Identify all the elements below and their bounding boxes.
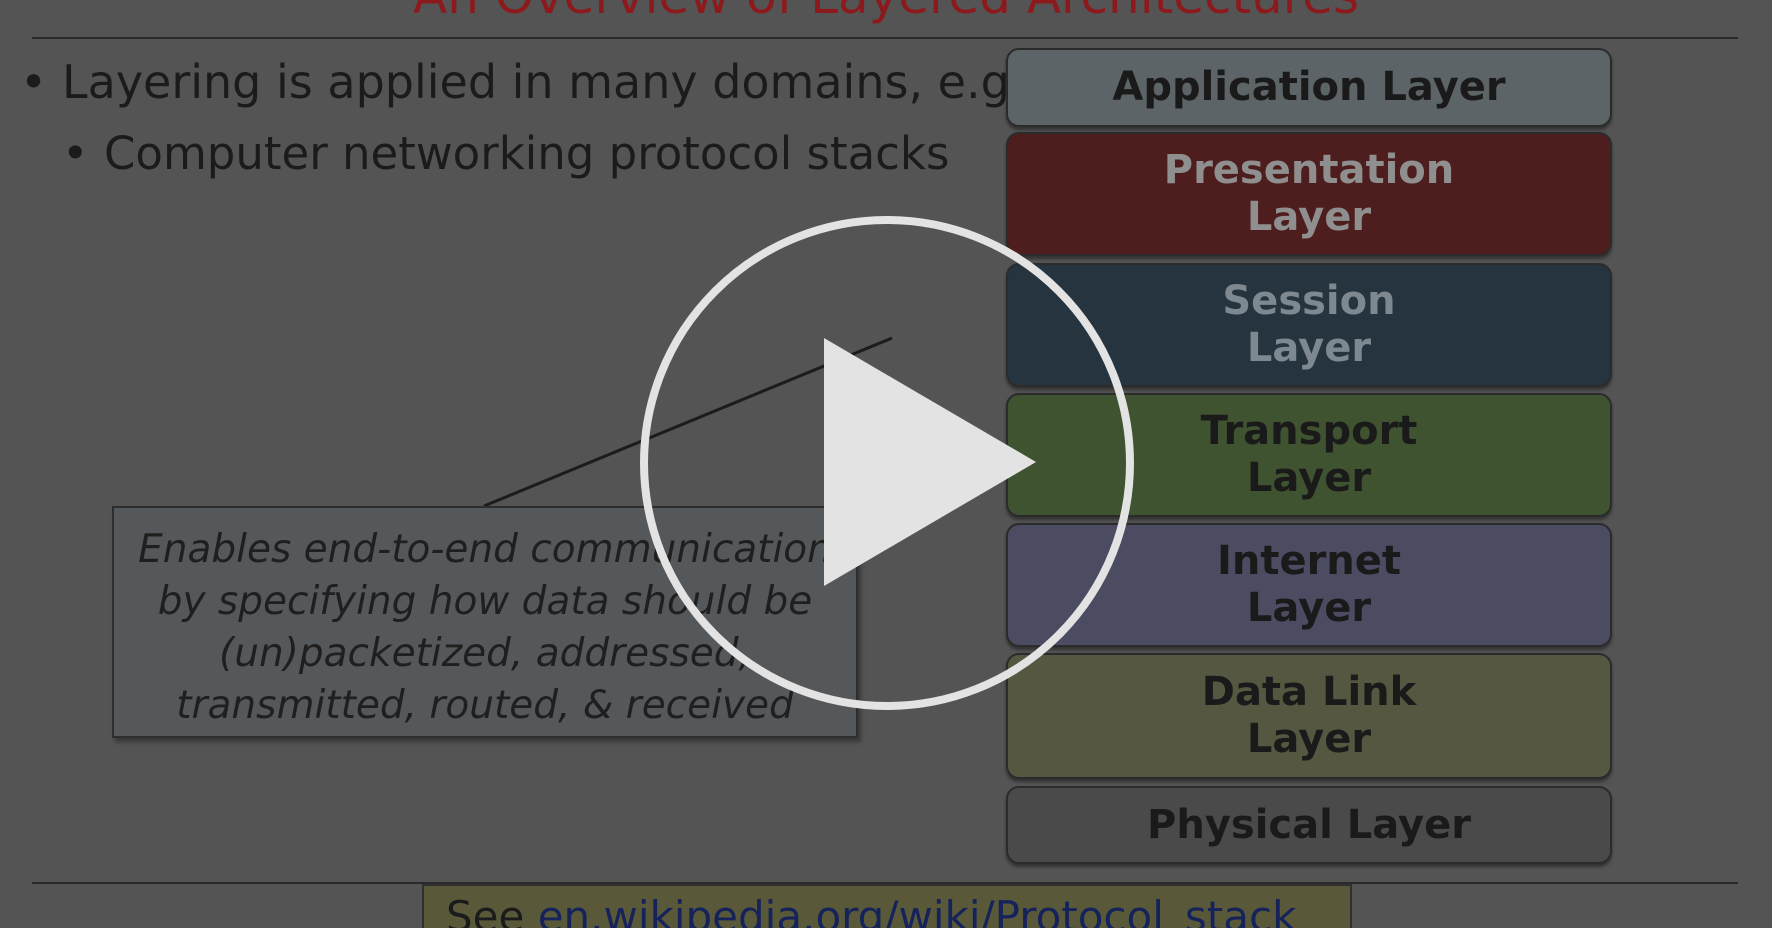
sub-bullet-text: Computer networking protocol stacks <box>104 127 950 180</box>
footer-link[interactable]: en.wikipedia.org/wiki/Protocol_stack <box>537 892 1297 928</box>
bullet-dot-icon: • <box>20 55 48 109</box>
bullet-item: • Layering is applied in many domains, e.… <box>20 54 1024 110</box>
play-button-ring <box>640 216 1134 710</box>
footer-prefix: See <box>446 892 538 928</box>
physical-layer: Physical Layer <box>1006 786 1612 864</box>
sub-bullet-item: • Computer networking protocol stacks <box>62 126 949 182</box>
internet-layer: Internet Layer <box>1006 523 1612 647</box>
transport-layer: Transport Layer <box>1006 393 1612 517</box>
slide-title: An Overview of Layered Architectures <box>0 0 1772 26</box>
footer-reference: See en.wikipedia.org/wiki/Protocol_stack <box>422 884 1352 928</box>
footer-divider <box>32 882 1738 884</box>
play-button[interactable] <box>638 214 1136 712</box>
presentation-layer: Presentation Layer <box>1006 132 1612 256</box>
play-icon <box>824 338 1036 586</box>
bullet-dot-icon: • <box>62 127 89 180</box>
bullet-text: Layering is applied in many domains, e.g… <box>62 55 1025 109</box>
application-layer: Application Layer <box>1006 48 1612 127</box>
data-link-layer: Data Link Layer <box>1006 653 1612 779</box>
title-divider <box>32 37 1738 39</box>
callout-box: Enables end-to-end communication by spec… <box>112 506 858 738</box>
